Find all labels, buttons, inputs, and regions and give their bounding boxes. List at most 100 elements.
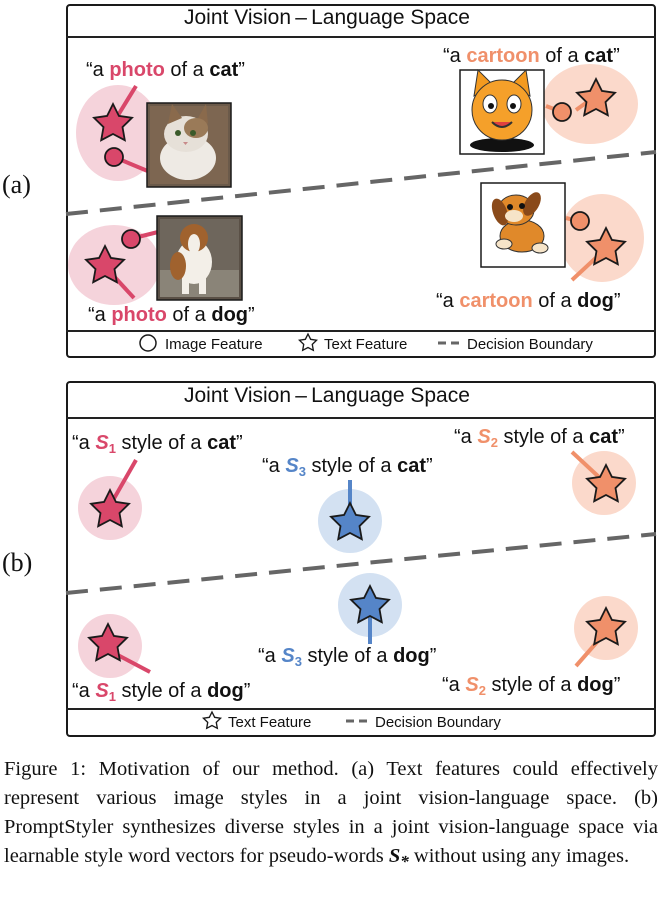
prompt-style: S — [281, 645, 295, 667]
prompt-photo-cat: “a photo of a cat” — [86, 59, 245, 81]
circle-icon — [139, 334, 157, 352]
prompt-mid: style of a — [498, 426, 589, 448]
prompt-class: dog — [207, 680, 244, 702]
prompt-post: ” — [426, 455, 433, 477]
prompt-s1-dog: “a S1 style of a dog” — [72, 680, 250, 704]
prompt-sub: 3 — [295, 654, 302, 669]
prompt-s3-dog: “a S3 style of a dog” — [258, 645, 436, 669]
prompt-cartoon-dog: “a cartoon of a dog” — [436, 290, 621, 312]
prompt-mid: style of a — [116, 680, 207, 702]
prompt-s2-cat: “a S2 style of a cat” — [454, 426, 625, 450]
prompt-sub: 2 — [491, 435, 498, 450]
panel-a-label: (a) — [2, 170, 31, 199]
prompt-post: ” — [613, 45, 620, 67]
s1-dog-cluster — [78, 614, 151, 678]
panel-b-title: Joint Vision – Language Space — [184, 384, 470, 407]
prompt-class: dog — [577, 674, 614, 696]
caption-text: Motivation of our method. (a) Text featu… — [4, 758, 659, 867]
circle-icon — [552, 102, 572, 122]
figure-caption: Figure 1: Motivation of our method. (a) … — [4, 755, 658, 876]
prompt-s3-cat: “a S3 style of a cat” — [262, 455, 433, 479]
prompt-class: dog — [577, 290, 614, 312]
prompt-s1-cat: “a S1 style of a cat” — [72, 432, 243, 456]
prompt-pre: “a — [72, 432, 95, 454]
prompt-post: ” — [244, 680, 251, 702]
prompt-style: S — [477, 426, 491, 448]
prompt-style: cartoon — [466, 45, 539, 67]
prompt-class: cat — [397, 455, 426, 477]
cartoon-dog-cluster — [560, 194, 644, 282]
prompt-pre: “a — [442, 674, 465, 696]
prompt-class: cat — [209, 59, 238, 81]
prompt-post: ” — [614, 674, 621, 696]
circle-icon — [121, 229, 141, 249]
caption-figure-label: Figure 1: — [4, 758, 87, 780]
prompt-pre: “a — [443, 45, 466, 67]
legend-decision-boundary: Decision Boundary — [375, 714, 501, 731]
prompt-pre: “a — [262, 455, 285, 477]
legend-a: Image Feature Text Feature Decision Boun… — [139, 333, 593, 353]
prompt-pre: “a — [72, 680, 95, 702]
photo-dog-cluster — [68, 225, 160, 305]
decision-boundary-a — [65, 150, 657, 216]
s3-cat-cluster — [318, 480, 382, 553]
dog-cartoon-image — [480, 182, 566, 268]
prompt-sub: 1 — [109, 689, 116, 704]
prompt-mid: of a — [167, 304, 211, 326]
star-icon — [202, 711, 222, 729]
legend-image-feature: Image Feature — [165, 336, 263, 353]
prompt-mid: of a — [540, 45, 584, 67]
prompt-style: S — [95, 432, 109, 454]
prompt-sub: 3 — [299, 464, 306, 479]
prompt-pre: “a — [454, 426, 477, 448]
star-icon — [298, 333, 318, 351]
legend-text-feature: Text Feature — [324, 336, 407, 353]
s2-cat-pointer — [570, 450, 602, 480]
panel-a-title: Joint Vision – Language Space — [184, 6, 470, 29]
prompt-class: cat — [589, 426, 618, 448]
legend-decision-boundary: Decision Boundary — [467, 336, 593, 353]
s3-dog-cluster — [338, 573, 402, 644]
prompt-post: ” — [618, 426, 625, 448]
prompt-style: cartoon — [459, 290, 532, 312]
prompt-class: dog — [211, 304, 248, 326]
panel-b-box — [66, 381, 656, 737]
circle-icon — [570, 211, 590, 231]
panel-a-title-divider — [66, 36, 656, 38]
prompt-class: cat — [207, 432, 236, 454]
dog-photo-image — [156, 215, 243, 301]
prompt-pre: “a — [258, 645, 281, 667]
prompt-class: cat — [584, 45, 613, 67]
prompt-post: ” — [238, 59, 245, 81]
panel-b-label: (b) — [2, 548, 33, 577]
legend-text-feature: Text Feature — [228, 714, 311, 731]
s2-dog-cluster — [574, 596, 638, 668]
prompt-pre: “a — [88, 304, 111, 326]
prompt-s2-dog: “a S2 style of a dog” — [442, 674, 620, 698]
prompt-mid: of a — [165, 59, 209, 81]
prompt-sub: 2 — [479, 683, 486, 698]
prompt-pre: “a — [436, 290, 459, 312]
prompt-post: ” — [248, 304, 255, 326]
prompt-style: S — [95, 680, 109, 702]
circle-icon — [104, 147, 124, 167]
prompt-post: ” — [430, 645, 437, 667]
prompt-mid: of a — [533, 290, 577, 312]
cat-photo-image — [146, 102, 232, 188]
decision-boundary-b — [65, 532, 657, 595]
photo-cat-cluster — [76, 84, 160, 181]
panel-a-legend-divider — [66, 330, 656, 332]
panel-b-legend-divider — [66, 708, 656, 710]
prompt-mid: style of a — [306, 455, 397, 477]
cartoon-cat-cluster — [542, 64, 638, 144]
s1-cat-pointer — [110, 459, 138, 503]
prompt-post: ” — [236, 432, 243, 454]
caption-text-end: without using any images. — [408, 845, 630, 867]
diagram-canvas: “a photo of a cat” “a cartoon of a cat” … — [65, 45, 657, 731]
prompt-style: S — [285, 455, 299, 477]
prompt-photo-dog: “a photo of a dog” — [88, 304, 255, 326]
prompt-cartoon-cat: “a cartoon of a cat” — [443, 45, 620, 67]
prompt-mid: style of a — [302, 645, 393, 667]
prompt-mid: style of a — [116, 432, 207, 454]
prompt-mid: style of a — [486, 674, 577, 696]
